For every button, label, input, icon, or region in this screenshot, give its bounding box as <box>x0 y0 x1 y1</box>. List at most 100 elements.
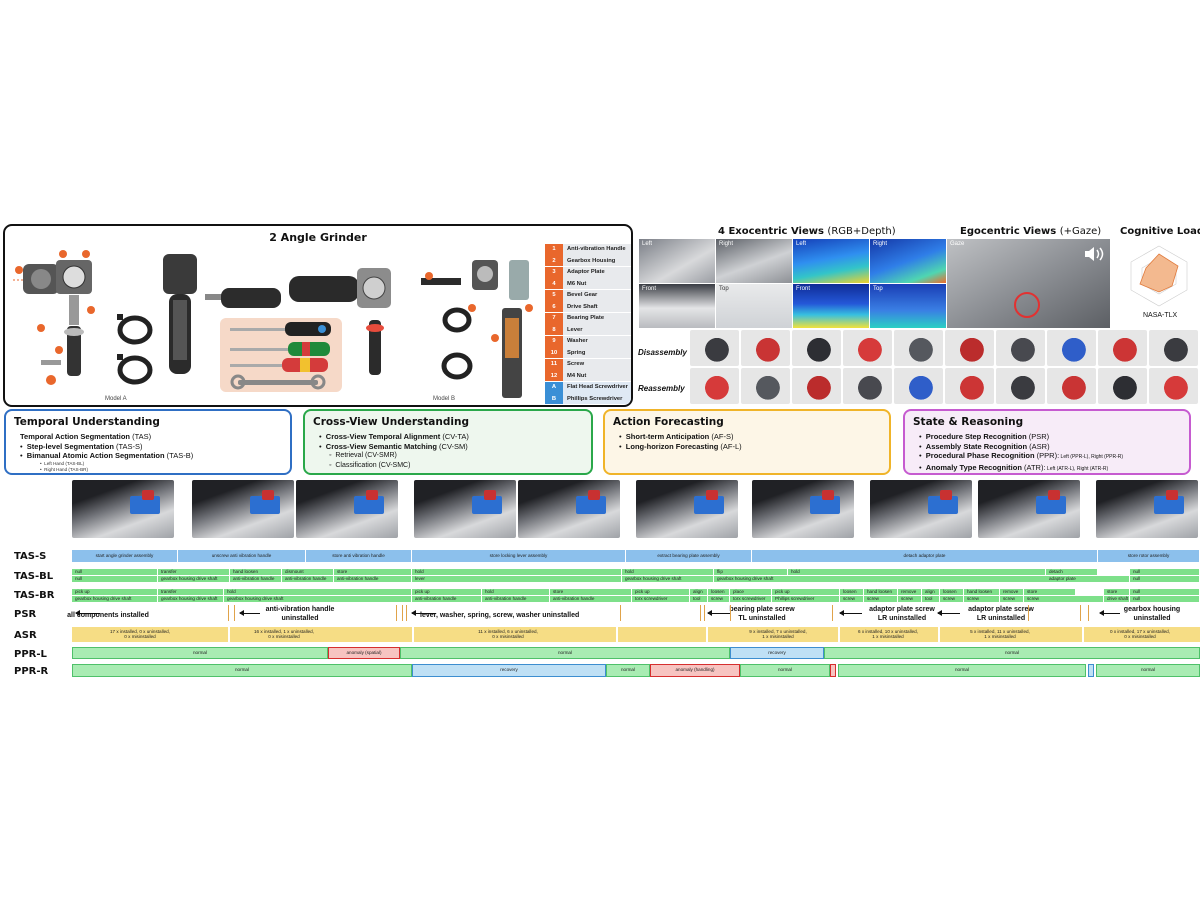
frame-blue-box <box>694 496 724 514</box>
tas-bl-action: flip <box>714 569 788 575</box>
task-title: Cross-View Understanding <box>313 416 469 428</box>
tas-br-object: screw <box>840 596 864 602</box>
tas-br-object: tool <box>922 596 940 602</box>
camera-right-depth-label: Right <box>873 241 888 247</box>
tas-br-object: gearbox housing drive shaft <box>224 596 412 602</box>
frame-blue-box <box>1154 496 1184 514</box>
psr-arrow <box>937 610 960 616</box>
tas-bl-object: null <box>1130 576 1200 582</box>
part-name: Torx Screwdriver <box>563 404 631 405</box>
part-number: C <box>545 404 563 405</box>
asr-state-label: 5 x installed, 11 x uninstalled,1 x misi… <box>940 628 1060 641</box>
model-b-exploded-view <box>421 260 533 398</box>
psr-label-line: lever, washer, spring, screw, washer uni… <box>420 612 580 619</box>
task-item: • Anomaly Type Recognition (ATR): Left (… <box>913 463 1181 475</box>
frame-blue-box <box>250 496 280 514</box>
part-number: 10 <box>545 347 563 359</box>
psr-transition-tick <box>406 605 407 621</box>
tas-br-object: screw <box>940 596 964 602</box>
bullet: • <box>319 441 326 451</box>
anti-vibration-handle-a <box>205 288 281 308</box>
task-item: Temporal Action Segmentation (TAS) <box>14 432 282 442</box>
bullet: • <box>619 432 626 441</box>
part-name: M6 Nut <box>563 278 631 290</box>
model-a-label: Model A <box>105 396 127 402</box>
disassembly-photo <box>690 330 739 366</box>
psr-transition-tick <box>832 605 833 621</box>
ppr-l-phase: anomaly (spatial) <box>328 647 400 659</box>
ppr-r-phase: recovery <box>412 664 606 677</box>
tas-br-object: drive shaft <box>1104 596 1130 602</box>
task-item: • Long-horizon Forecasting (AF-L) <box>613 442 881 452</box>
camera-front-depth: Front <box>793 284 869 328</box>
tas-br-action: store <box>1104 589 1130 595</box>
tas-br-action: hold <box>224 589 412 595</box>
task-box: State & Reasoning• Procedure Step Recogn… <box>903 409 1191 475</box>
task-box: Action Forecasting• Short-term Anticipat… <box>603 409 891 475</box>
tas-br-object: tool <box>690 596 708 602</box>
asr-label-line: 1 x misinstalled <box>762 633 794 639</box>
task-item: • Procedure Step Recognition (PSR) <box>913 432 1181 442</box>
task-box: Cross-View Understanding• Cross-View Tem… <box>303 409 593 475</box>
asr-label-line: 16 x installed, 1 x uninstalled, <box>253 628 314 634</box>
asr-label-line: 0 x installed, 17 x uninstalled, <box>1109 628 1170 634</box>
task-name: Assembly State Recognition <box>925 441 1028 451</box>
frame-red-object <box>588 490 600 500</box>
speaker-icon <box>1085 247 1104 261</box>
exocentric-title-sub: (RGB+Depth) <box>827 226 896 237</box>
tas-br-object: null <box>1130 596 1200 602</box>
tas-br-object: screw <box>964 596 1000 602</box>
tas-bl-action: hold <box>788 569 1046 575</box>
task-title: Temporal Understanding <box>14 416 160 428</box>
asr-divider <box>228 627 230 642</box>
disassembly-photo <box>741 330 790 366</box>
tas-br-object: gearbox housing drive shaft <box>158 596 224 602</box>
tool-tray <box>220 318 342 392</box>
tas-br-object: torx screwdriver <box>730 596 772 602</box>
task-item: • Bimanual Atomic Action Segmentation (T… <box>14 451 282 461</box>
tas-br-action: hand loosen <box>964 589 1000 595</box>
part-name: Adaptor Plate <box>563 266 631 278</box>
camera-left-rgb: Left <box>639 239 715 283</box>
reassembly-label: Reassembly <box>638 384 685 393</box>
psr-transition-tick <box>700 605 701 621</box>
tas-s-segment: store anti vibration handle <box>306 550 412 562</box>
task-name: Long-horizon Forecasting <box>625 441 719 451</box>
bullet: • <box>20 451 27 460</box>
camera-top-label: Top <box>719 286 729 292</box>
asr-divider <box>412 627 414 642</box>
asr-state-label: 0 x installed, 17 x uninstalled,0 x misi… <box>1080 628 1200 641</box>
ppr-r-phase: normal <box>606 664 650 677</box>
reassembly-photo <box>843 368 892 404</box>
ppr-r-phase-short <box>830 664 836 677</box>
asr-state-label: 11 x installed, 6 x uninstalled,0 x misi… <box>448 628 568 641</box>
ppr-r-phase: normal <box>72 664 412 677</box>
asr-label-line: 0 x misinstalled <box>1124 633 1156 639</box>
psr-label-line: adaptor plate screw <box>968 606 1034 613</box>
tas-bl-action: hold <box>412 569 622 575</box>
bullet: • <box>919 441 926 451</box>
psr-label-line: adaptor plate screw <box>869 606 935 613</box>
part-name: Lever <box>563 324 631 336</box>
frame-blue-box <box>576 496 606 514</box>
part-number: 7 <box>545 312 563 324</box>
asr-state-label: 16 x installed, 1 x uninstalled,0 x misi… <box>224 628 344 641</box>
camera-left-label: Left <box>642 241 653 247</box>
psr-transition-tick <box>234 605 235 621</box>
tas-s-segment: store rotor assembly <box>1098 550 1200 562</box>
disassembly-photo <box>1047 330 1096 366</box>
bullet: • <box>919 432 926 441</box>
task-abbr: (CV-TA) <box>440 432 469 441</box>
tas-bl-object: gearbox housing drive shaft <box>622 576 714 582</box>
psr-label-line: uninstalled <box>281 614 319 622</box>
row-label-tas-bl: TAS-BL <box>14 571 54 582</box>
row-label-tas-s: TAS-S <box>14 551 47 562</box>
task-name: Short-term Anticipation <box>625 432 710 441</box>
frame-red-object <box>366 490 378 500</box>
task-item: ◦ Classification (CV-SMC) <box>313 461 583 471</box>
asr-state-label: 17 x installed, 0 x uninstalled,0 x misi… <box>80 628 200 641</box>
